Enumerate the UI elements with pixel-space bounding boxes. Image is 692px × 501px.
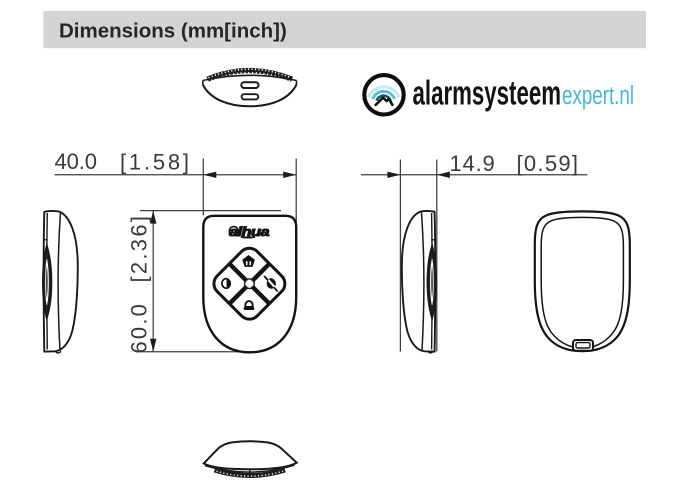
svg-text:14.9: 14.9 (450, 151, 495, 176)
svg-text:[2.36]: [2.36] (127, 216, 152, 283)
svg-text:alarmsysteem: alarmsysteem (413, 75, 562, 113)
svg-text:40.0: 40.0 (55, 149, 98, 174)
svg-text:expert.nl: expert.nl (562, 82, 634, 110)
svg-text:Dimensions (mm[inch]): Dimensions (mm[inch]) (59, 20, 287, 43)
svg-text:alhua: alhua (229, 224, 269, 239)
svg-text:60.0: 60.0 (127, 304, 152, 353)
svg-text:[0.59]: [0.59] (517, 151, 579, 176)
svg-text:[1.58]: [1.58] (120, 150, 189, 175)
